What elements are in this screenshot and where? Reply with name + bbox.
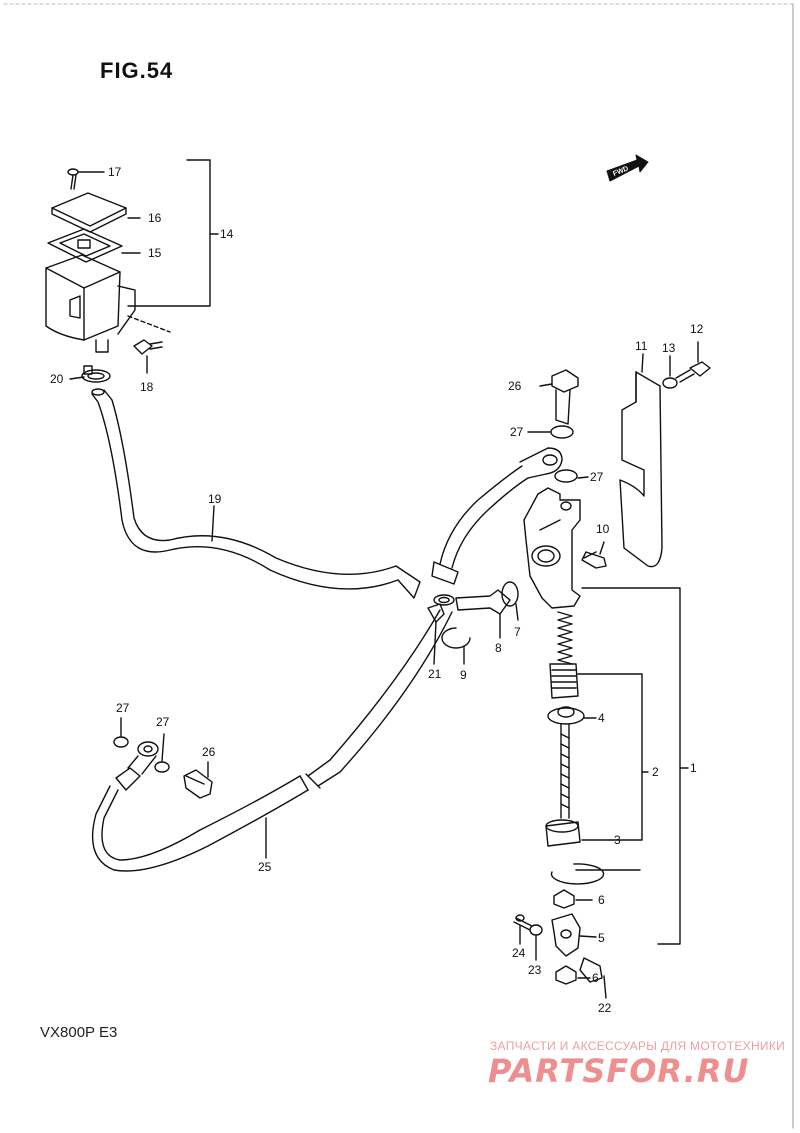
callout-14: 14 <box>220 227 234 241</box>
outlet-o-ring-part <box>501 581 519 607</box>
banjo-fitting-lower-part <box>127 741 159 775</box>
leader-2-bracket <box>577 673 643 841</box>
leader-27-upper-bottom <box>577 476 589 479</box>
leader-27-lower-right <box>161 733 165 762</box>
reservoir-tank-part <box>45 254 171 353</box>
washer-lower-right-part <box>154 761 170 773</box>
callout-8: 8 <box>495 641 502 655</box>
outlet-fitting-part <box>455 589 511 639</box>
piston-assembly-part <box>549 663 579 699</box>
callout-22: 22 <box>598 1001 612 1015</box>
push-rod-part <box>560 723 570 819</box>
callout-27-upper-top: 27 <box>510 425 524 439</box>
model-code: VX800P E3 <box>40 1024 118 1041</box>
outlet-circlip-part <box>441 627 471 665</box>
master-cylinder-bracket-part <box>619 353 663 568</box>
bracket-bolt-part <box>675 341 711 383</box>
reservoir-cap-part <box>51 192 141 233</box>
union-bolt-lower-part <box>183 761 213 799</box>
master-cylinder-hose-part <box>431 465 529 606</box>
callout-25: 25 <box>258 860 272 874</box>
clevis-locknut-upper-part <box>553 889 593 909</box>
fwd-label: FWD <box>612 165 629 177</box>
callout-16: 16 <box>148 211 162 225</box>
leader-14-bracket <box>127 159 211 307</box>
clevis-part <box>551 913 597 957</box>
leader-7 <box>515 603 519 621</box>
callout-27-lower-left: 27 <box>116 701 130 715</box>
washer-lower-left-part <box>113 736 129 748</box>
washer-upper-bottom-part <box>554 469 578 483</box>
boot-circlip-part <box>550 863 605 885</box>
push-rod-boot-part <box>545 819 611 847</box>
callout-19: 19 <box>208 492 222 506</box>
reservoir-mount-bolt-part <box>133 339 163 374</box>
callout-27-lower-right: 27 <box>156 715 170 729</box>
callout-10: 10 <box>596 522 610 536</box>
reservoir-cap-screw-part <box>67 168 105 190</box>
clevis-pin-part <box>579 957 607 999</box>
callout-17: 17 <box>108 165 122 179</box>
cotter-pin-part <box>513 914 533 945</box>
callout-20: 20 <box>50 372 64 386</box>
reservoir-diaphragm-plate-part <box>47 228 141 263</box>
callout-6-lower: 6 <box>592 971 599 985</box>
callout-6-upper: 6 <box>598 893 605 907</box>
cylinder-mount-bolt-part <box>581 541 607 569</box>
union-bolt-upper-part <box>539 369 579 425</box>
callout-27-upper-bottom: 27 <box>590 470 604 484</box>
piston-stop-washer-part <box>547 706 597 725</box>
leader-1-bracket <box>581 587 681 945</box>
callout-4: 4 <box>598 711 605 725</box>
figure-title: FIG.54 <box>100 58 174 83</box>
outlet-clip-part <box>427 603 445 665</box>
reservoir-hose-part <box>91 388 421 599</box>
callout-11: 11 <box>635 339 648 353</box>
callout-23: 23 <box>528 963 542 977</box>
forward-direction-icon: FWD <box>606 154 649 182</box>
callout-1: 1 <box>690 761 697 775</box>
master-cylinder-body-part <box>523 487 581 609</box>
callout-12: 12 <box>690 322 704 336</box>
callout-15: 15 <box>148 246 162 260</box>
piston-spring-part <box>557 611 573 665</box>
watermark-caption: ЗАПЧАСТИ И АКСЕССУАРЫ ДЛЯ МОТОТЕХНИКИ <box>490 1039 786 1053</box>
banjo-fitting-upper-part <box>519 447 563 479</box>
callout-9: 9 <box>460 668 467 682</box>
clevis-locknut-lower-part <box>555 965 591 985</box>
reservoir-hose-clamp-part <box>69 365 111 383</box>
callout-21: 21 <box>428 667 442 681</box>
brake-hose-part <box>91 609 453 872</box>
callout-7: 7 <box>514 625 521 639</box>
callout-18: 18 <box>140 380 154 394</box>
callout-26-upper: 26 <box>508 379 522 393</box>
washer-upper-top-part <box>550 425 574 439</box>
clevis-washer-part <box>529 924 543 936</box>
callout-26-lower: 26 <box>202 745 216 759</box>
callout-24: 24 <box>512 946 526 960</box>
callout-5: 5 <box>598 931 605 945</box>
callout-2: 2 <box>652 765 659 779</box>
watermark-logo: PARTSFOR.RU <box>488 1052 750 1090</box>
callout-13: 13 <box>662 341 676 355</box>
callout-3: 3 <box>614 833 621 847</box>
bracket-washer-part <box>662 377 678 389</box>
